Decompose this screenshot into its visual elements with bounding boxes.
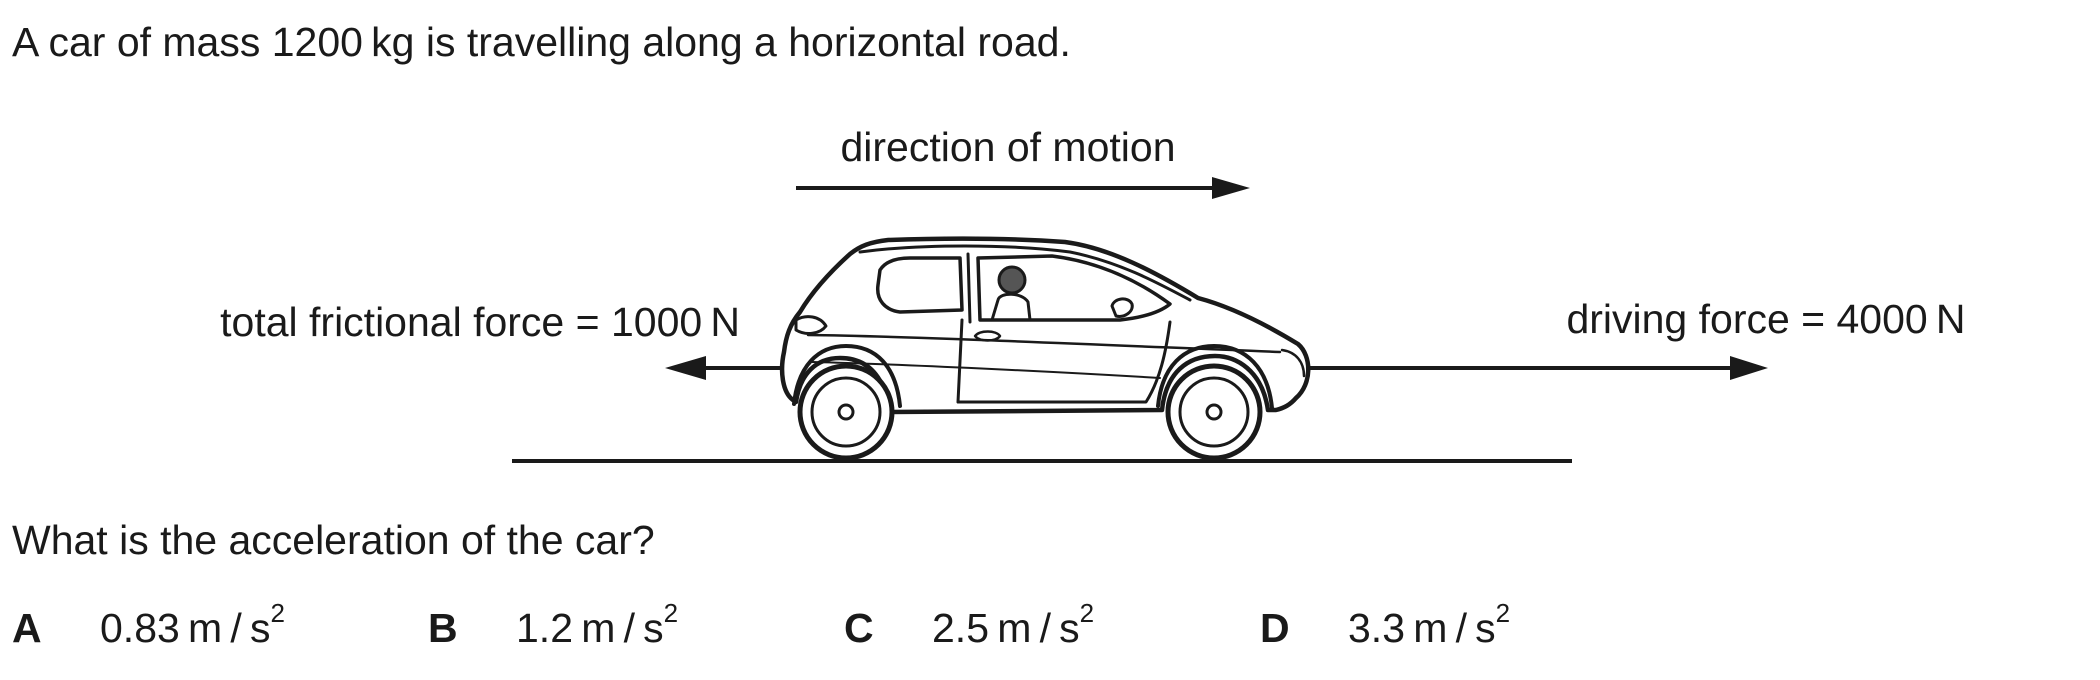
option-c[interactable]: C 2.5 m / s2	[844, 600, 1094, 656]
option-exponent: 2	[270, 598, 285, 628]
driving-label: driving force = 4000 N	[1566, 296, 1965, 342]
option-value: 1.2 m / s	[516, 605, 664, 651]
front-wheel	[1165, 363, 1263, 461]
option-letter: C	[844, 605, 874, 651]
option-value: 0.83 m / s	[100, 605, 271, 651]
motion-label: direction of motion	[840, 124, 1175, 170]
option-value: 3.3 m / s	[1348, 605, 1496, 651]
option-letter: A	[12, 605, 42, 651]
car-illustration	[779, 236, 1311, 415]
question-stem: A car of mass 1200 kg is travelling alon…	[12, 19, 1071, 65]
option-a[interactable]: A 0.83 m / s2	[12, 600, 285, 656]
force-diagram: direction of motion total frictional for…	[220, 124, 1966, 463]
driving-arrow	[1300, 356, 1768, 380]
option-exponent: 2	[663, 598, 679, 628]
option-value: 2.5 m / s	[932, 605, 1080, 651]
rear-wheel	[797, 363, 895, 461]
option-d[interactable]: D 3.3 m / s2	[1260, 600, 1510, 656]
friction-arrow	[665, 356, 790, 380]
motion-arrow	[796, 177, 1250, 199]
option-exponent: 2	[1495, 598, 1511, 628]
friction-label: total frictional force = 1000 N	[220, 299, 740, 345]
option-letter: D	[1260, 605, 1290, 651]
question-text: What is the acceleration of the car?	[12, 517, 655, 563]
option-exponent: 2	[1079, 598, 1095, 628]
option-letter: B	[428, 605, 458, 651]
option-b[interactable]: B 1.2 m / s2	[428, 600, 678, 656]
